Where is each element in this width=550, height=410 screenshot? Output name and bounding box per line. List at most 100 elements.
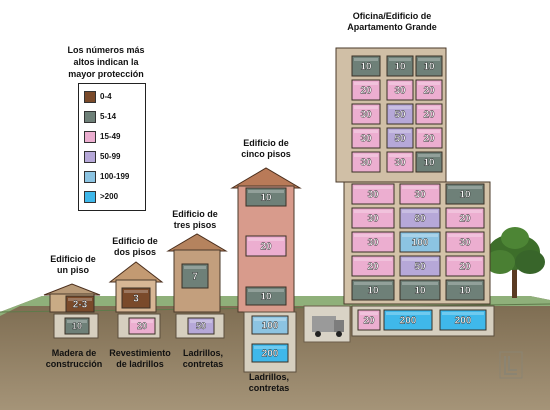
legend-item: >200 xyxy=(84,191,144,203)
cell-highlight xyxy=(442,312,484,315)
cell-highlight xyxy=(389,154,411,157)
cell-highlight xyxy=(389,130,411,133)
legend-swatch xyxy=(84,91,96,103)
protection-cell xyxy=(351,207,395,229)
construction-caption: Ladrillos,contretas xyxy=(182,348,224,369)
protection-value: 7 xyxy=(192,272,198,283)
building-roof xyxy=(166,233,228,252)
cell-highlight xyxy=(418,58,440,61)
cell-highlight xyxy=(389,106,411,109)
legend-swatch xyxy=(84,111,96,123)
protection-cell xyxy=(386,55,414,77)
building-roof xyxy=(230,167,302,189)
protection-value: 20 xyxy=(363,316,375,327)
legend-title: Los números más altos indican la mayor p… xyxy=(58,44,154,80)
cell-highlight xyxy=(402,258,438,261)
protection-cell xyxy=(351,55,381,77)
protection-value: 30 xyxy=(394,86,406,97)
cell-highlight xyxy=(131,320,153,323)
protection-value: 200 xyxy=(262,349,279,360)
protection-cell xyxy=(445,231,485,253)
legend-swatch xyxy=(84,131,96,143)
protection-value: 30 xyxy=(367,238,379,249)
protection-cell xyxy=(245,235,287,257)
protection-value: 10 xyxy=(423,62,435,73)
protection-value: 20 xyxy=(423,86,435,97)
construction-caption: Ladrillos,contretas xyxy=(248,372,290,393)
protection-cell xyxy=(351,79,381,101)
protection-value: 30 xyxy=(367,190,379,201)
cell-highlight xyxy=(448,210,482,213)
legend-item: 15-49 xyxy=(84,131,144,143)
cell-highlight xyxy=(254,346,286,349)
protection-cell xyxy=(251,343,289,363)
protection-value: 30 xyxy=(394,158,406,169)
legend-swatch xyxy=(84,171,96,183)
legend-item: 5-14 xyxy=(84,111,144,123)
protection-cell xyxy=(386,127,414,149)
protection-cell xyxy=(187,317,215,335)
protection-cell xyxy=(399,255,441,277)
protection-value: 10 xyxy=(367,286,379,297)
protection-cell xyxy=(251,315,289,335)
building-roof xyxy=(108,261,164,283)
cell-highlight xyxy=(402,282,438,285)
protection-value: 10 xyxy=(459,286,471,297)
cell-highlight xyxy=(418,106,440,109)
cell-highlight xyxy=(448,258,482,261)
protection-cell xyxy=(415,151,443,173)
legend-label: 100-199 xyxy=(100,172,130,181)
cell-highlight xyxy=(67,320,87,323)
protection-cell xyxy=(445,183,485,205)
legend-title-line: altos indican la xyxy=(73,57,139,67)
truck-icon xyxy=(303,305,351,343)
protection-value: 10 xyxy=(394,62,406,73)
cell-highlight xyxy=(248,238,284,241)
protection-cell xyxy=(65,295,95,313)
legend-label: 0-4 xyxy=(100,92,112,101)
protection-value: 50 xyxy=(394,134,406,145)
protection-cell xyxy=(351,127,381,149)
protection-value: 30 xyxy=(360,158,372,169)
protection-value: 30 xyxy=(360,134,372,145)
cell-highlight xyxy=(354,58,378,61)
cell-highlight xyxy=(354,234,392,237)
cell-highlight xyxy=(402,234,438,237)
cell-highlight xyxy=(354,258,392,261)
protection-cell xyxy=(351,255,395,277)
protection-cell xyxy=(386,79,414,101)
cell-highlight xyxy=(448,186,482,189)
legend-swatch xyxy=(84,191,96,203)
legend-title-line: Los números más xyxy=(67,45,145,55)
protection-cell xyxy=(386,151,414,173)
cell-highlight xyxy=(68,298,92,301)
protection-cell xyxy=(245,187,287,207)
cell-highlight xyxy=(354,130,378,133)
cell-highlight xyxy=(386,312,430,315)
protection-value: 20 xyxy=(459,262,471,273)
protection-value: 20 xyxy=(260,242,272,253)
cell-highlight xyxy=(248,190,284,193)
protection-value: 200 xyxy=(455,316,472,327)
cell-highlight xyxy=(354,82,378,85)
protection-cell xyxy=(415,79,443,101)
protection-cell xyxy=(351,231,395,253)
cell-highlight xyxy=(448,234,482,237)
cell-highlight xyxy=(254,318,286,321)
protection-value: 30 xyxy=(367,214,379,225)
protection-value: 20 xyxy=(423,110,435,121)
protection-value: 80 xyxy=(414,214,426,225)
tree-icon xyxy=(485,227,545,298)
cell-highlight xyxy=(354,210,392,213)
protection-value: 50 xyxy=(196,321,206,331)
protection-cell xyxy=(399,279,441,301)
protection-value: 10 xyxy=(260,193,272,204)
cell-highlight xyxy=(418,154,440,157)
